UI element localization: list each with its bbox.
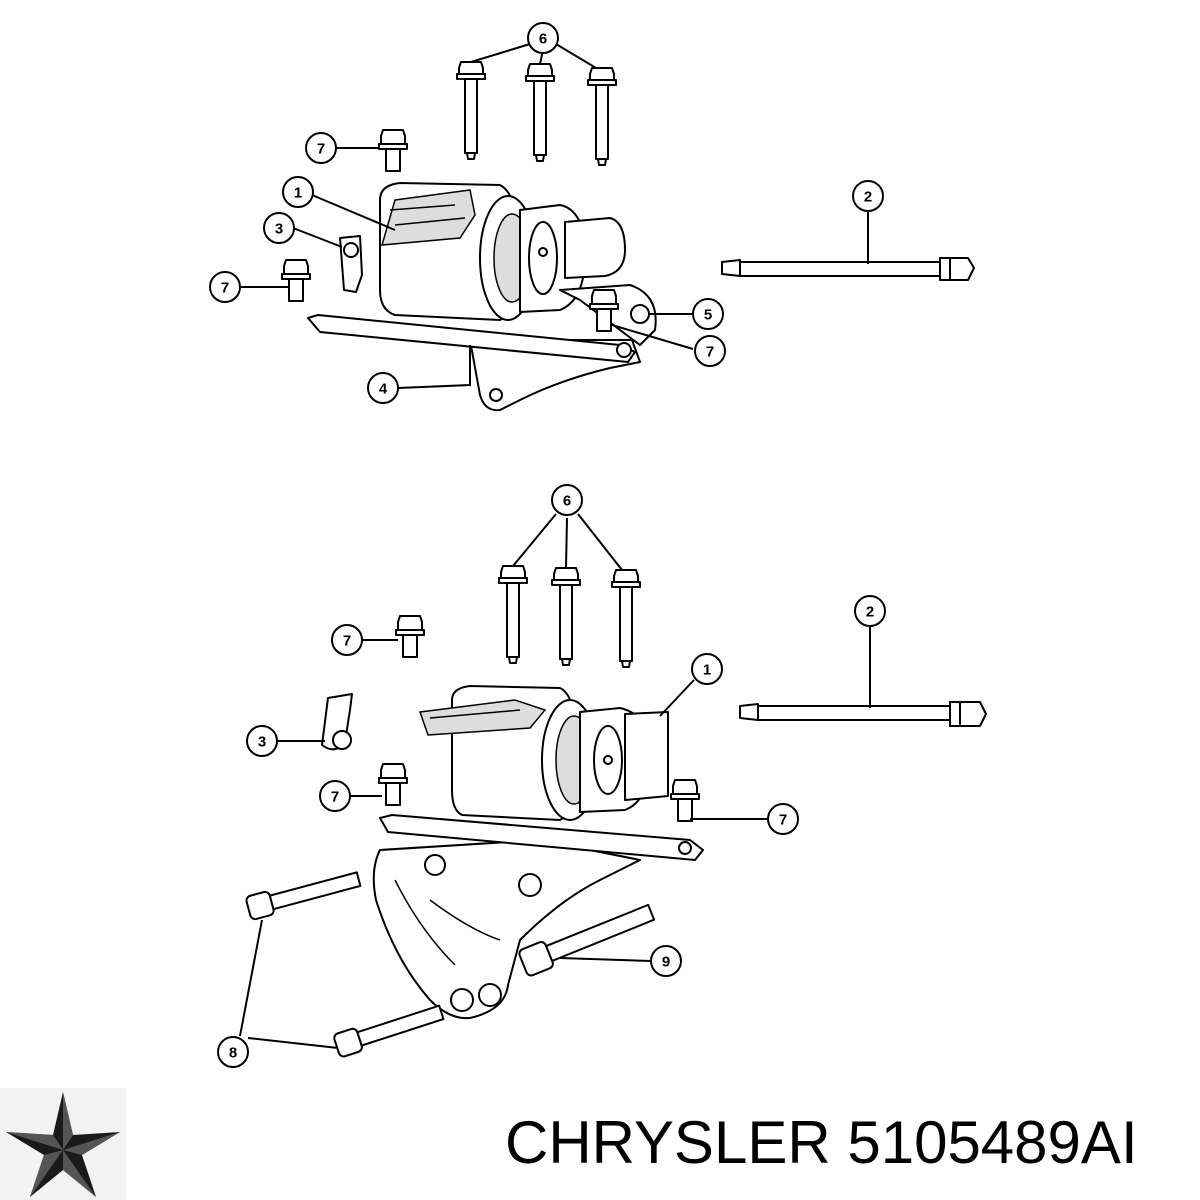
bottom-bolt-6a [498, 565, 528, 664]
top-callout-2: 2 [852, 180, 884, 212]
top-callout-3: 3 [263, 212, 295, 244]
bottom-callout-9-label: 9 [662, 954, 670, 971]
bottom-callout-3-label: 3 [258, 734, 266, 751]
top-callout-7c-label: 7 [706, 344, 714, 361]
top-callout-1: 1 [282, 176, 314, 208]
bottom-bolt-9 [518, 903, 656, 977]
top-bolt-6a [456, 61, 486, 160]
top-leader-4 [397, 345, 471, 389]
bottom-bolt-7-upper [395, 615, 425, 658]
top-bolt-6b [525, 63, 555, 162]
bottom-callout-7b: 7 [319, 780, 351, 812]
bottom-callout-8-label: 8 [229, 1045, 237, 1062]
top-callout-3-label: 3 [275, 221, 283, 238]
top-callout-7b: 7 [209, 271, 241, 303]
bottom-through-bolt [739, 701, 987, 727]
bottom-cast-bracket [372, 839, 641, 1020]
bottom-callout-6: 6 [551, 484, 583, 516]
bottom-callout-7a-label: 7 [343, 633, 351, 650]
bottom-callout-2: 2 [854, 595, 886, 627]
top-callout-7a: 7 [305, 132, 337, 164]
bottom-bolt-8-upper [245, 871, 362, 921]
bottom-small-bracket [321, 693, 353, 751]
top-leader-3 [292, 227, 343, 248]
top-base-plate [307, 314, 636, 363]
top-bolt-7-left [281, 259, 311, 302]
bottom-callout-8: 8 [217, 1036, 249, 1068]
bottom-base-plate [379, 814, 704, 861]
bottom-callout-7a: 7 [331, 624, 363, 656]
top-callout-5: 5 [692, 298, 724, 330]
bottom-callout-2-label: 2 [866, 604, 874, 621]
bottom-callout-3: 3 [246, 725, 278, 757]
top-callout-7c: 7 [694, 335, 726, 367]
bottom-leader-9 [559, 957, 652, 962]
bottom-assembly: 6 7 2 1 3 7 7 9 8 [217, 484, 987, 1068]
bottom-bolt-6c [611, 569, 641, 668]
top-callout-2-label: 2 [864, 189, 872, 206]
top-leader-7c [611, 324, 694, 350]
bottom-mount-body [418, 685, 669, 821]
top-mount-body [379, 182, 626, 321]
top-callout-5-label: 5 [704, 307, 712, 324]
top-callout-4: 4 [367, 372, 399, 404]
top-callout-1-label: 1 [294, 185, 302, 202]
top-bolt-6c [587, 67, 617, 166]
top-leader-1 [311, 194, 396, 231]
bottom-callout-1: 1 [691, 653, 723, 685]
bottom-bolt-8-lower [333, 1004, 445, 1058]
top-small-bracket [339, 235, 363, 293]
bottom-callout-1-label: 1 [703, 662, 711, 679]
bottom-bolt-7-right [670, 779, 700, 822]
top-callout-6: 6 [527, 22, 559, 54]
bottom-bolt-7-left [378, 763, 408, 806]
top-callout-7b-label: 7 [221, 280, 229, 297]
bottom-leader-6 [512, 513, 623, 571]
bottom-callout-6-label: 6 [563, 493, 571, 510]
bottom-callout-7c: 7 [767, 803, 799, 835]
bottom-leader-1 [659, 679, 695, 717]
top-through-bolt [721, 257, 975, 281]
bottom-callout-9: 9 [650, 945, 682, 977]
part-number-caption: CHRYSLER 5105489AI [505, 1109, 1138, 1176]
top-callout-6-label: 6 [539, 31, 547, 48]
top-assembly: 6 7 1 3 7 2 5 7 4 [209, 22, 975, 412]
bottom-callout-7b-label: 7 [331, 789, 339, 806]
top-callout-7a-label: 7 [317, 141, 325, 158]
top-bolt-7-upper [378, 129, 408, 172]
pentastar-icon [0, 1088, 126, 1200]
top-callout-4-label: 4 [379, 381, 388, 398]
bottom-leader-8 [239, 919, 339, 1049]
bottom-callout-7c-label: 7 [779, 812, 787, 829]
bottom-bolt-6b [551, 567, 581, 666]
